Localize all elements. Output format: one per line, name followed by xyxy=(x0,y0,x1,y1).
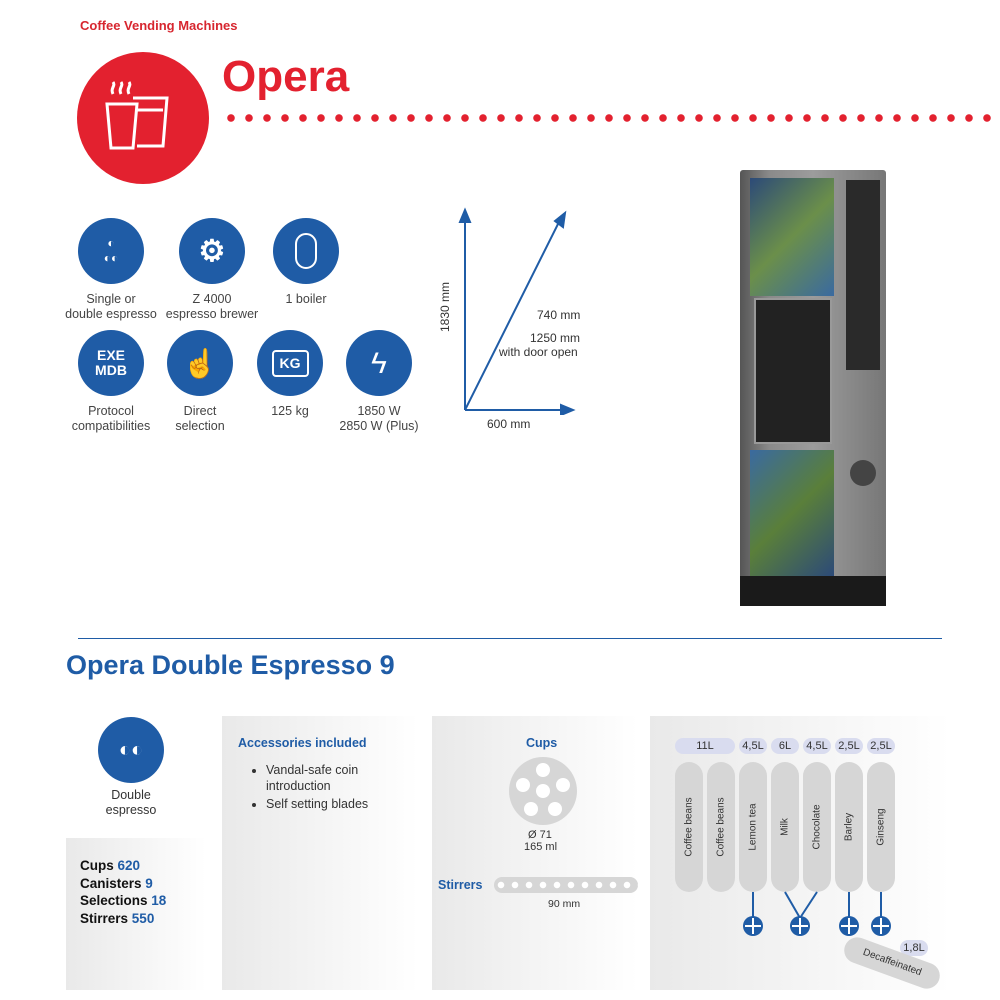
accessories-list: Vandal-safe coin introduction Self setti… xyxy=(250,762,400,812)
accessories-title: Accessories included xyxy=(238,736,367,750)
feature-label: selection xyxy=(175,419,225,433)
model-type-line: espresso xyxy=(105,803,157,817)
mixer-icon xyxy=(790,916,810,936)
capacity-badge: 1,8L xyxy=(900,940,928,956)
accessory-item: Self setting blades xyxy=(266,796,400,812)
double-beans-icon: ◐◐ xyxy=(98,717,164,783)
canister: Milk xyxy=(771,762,799,892)
section-divider xyxy=(78,638,942,639)
feature-label: Direct xyxy=(183,404,217,418)
spec-canisters: Canisters 9 xyxy=(80,875,153,891)
canister: Coffee beans xyxy=(707,762,735,892)
cup-volume: 165 ml xyxy=(524,841,558,853)
capacity-badge: 6L xyxy=(771,738,799,754)
mixer-icon xyxy=(871,916,891,936)
canister: Lemon tea xyxy=(739,762,767,892)
mixer-icon xyxy=(839,916,859,936)
feature-label: 125 kg xyxy=(271,404,309,418)
dim-depth: 740 mm xyxy=(537,308,581,322)
stirrers-title: Stirrers xyxy=(438,878,483,892)
stirrer-icon xyxy=(494,877,638,893)
spec-list: Cups 620 Canisters 9 Selections 18 Stirr… xyxy=(80,857,166,927)
boiler-icon xyxy=(273,218,339,284)
cup-diameter: Ø 71 xyxy=(528,829,552,841)
cup-dispenser-icon xyxy=(509,757,577,825)
power-icon: ϟ xyxy=(346,330,412,396)
capacity-badge: 2,5L xyxy=(835,738,863,754)
protocol-badge: EXE xyxy=(96,347,125,363)
feature-label: espresso brewer xyxy=(165,307,259,321)
stirrer-length: 90 mm xyxy=(548,898,581,910)
feature-weight: KG 125 kg xyxy=(235,330,345,419)
protocol-badge: MDB xyxy=(95,362,127,378)
feature-boiler: 1 boiler xyxy=(251,218,361,307)
dotted-divider xyxy=(222,112,1000,124)
dim-depth-open-note: with door open xyxy=(499,345,578,359)
section-kicker: Coffee Vending Machines xyxy=(80,18,238,33)
canister: Coffee beans xyxy=(675,762,703,892)
page-title: Opera xyxy=(222,52,350,101)
dimension-diagram xyxy=(458,207,576,415)
cups-logo-icon xyxy=(77,52,209,184)
mixer-icon xyxy=(743,916,763,936)
feature-label: 1850 W xyxy=(357,404,401,418)
feature-label: Single or xyxy=(86,292,136,306)
capacity-badge: 11L xyxy=(675,738,735,754)
feature-label: Z 4000 xyxy=(192,292,232,306)
vending-machine-image xyxy=(740,170,886,606)
canister: Chocolate xyxy=(803,762,831,892)
canister: Barley xyxy=(835,762,863,892)
cups-title: Cups xyxy=(526,736,558,750)
spec-selections: Selections 18 xyxy=(80,893,167,908)
model-title: Opera Double Espresso 9 xyxy=(66,650,395,680)
feature-label: 2850 W (Plus) xyxy=(339,419,419,433)
spec-stirrers: Stirrers 550 xyxy=(80,910,155,926)
capacity-badge: 4,5L xyxy=(739,738,767,754)
coffee-beans-icon: ◐◐◐ xyxy=(78,218,144,284)
direct-selection-icon: ☝ xyxy=(167,330,233,396)
capacity-badge: 4,5L xyxy=(803,738,831,754)
feature-label: Protocol xyxy=(88,404,134,418)
feature-label: compatibilities xyxy=(71,419,151,433)
capacity-badge: 2,5L xyxy=(867,738,895,754)
dim-width: 600 mm xyxy=(487,417,531,431)
feature-label: 1 boiler xyxy=(285,292,327,306)
accessory-item: Vandal-safe coin introduction xyxy=(266,762,400,794)
feature-label: double espresso xyxy=(65,307,157,321)
model-type-line: Double xyxy=(111,788,151,802)
spec-cups: Cups 620 xyxy=(80,858,141,873)
brewer-icon: ⚙ xyxy=(179,218,245,284)
weight-icon: KG xyxy=(257,330,323,396)
canister: Ginseng xyxy=(867,762,895,892)
dim-depth-open: 1250 mm xyxy=(530,331,581,345)
dim-height: 1830 mm xyxy=(438,281,453,333)
